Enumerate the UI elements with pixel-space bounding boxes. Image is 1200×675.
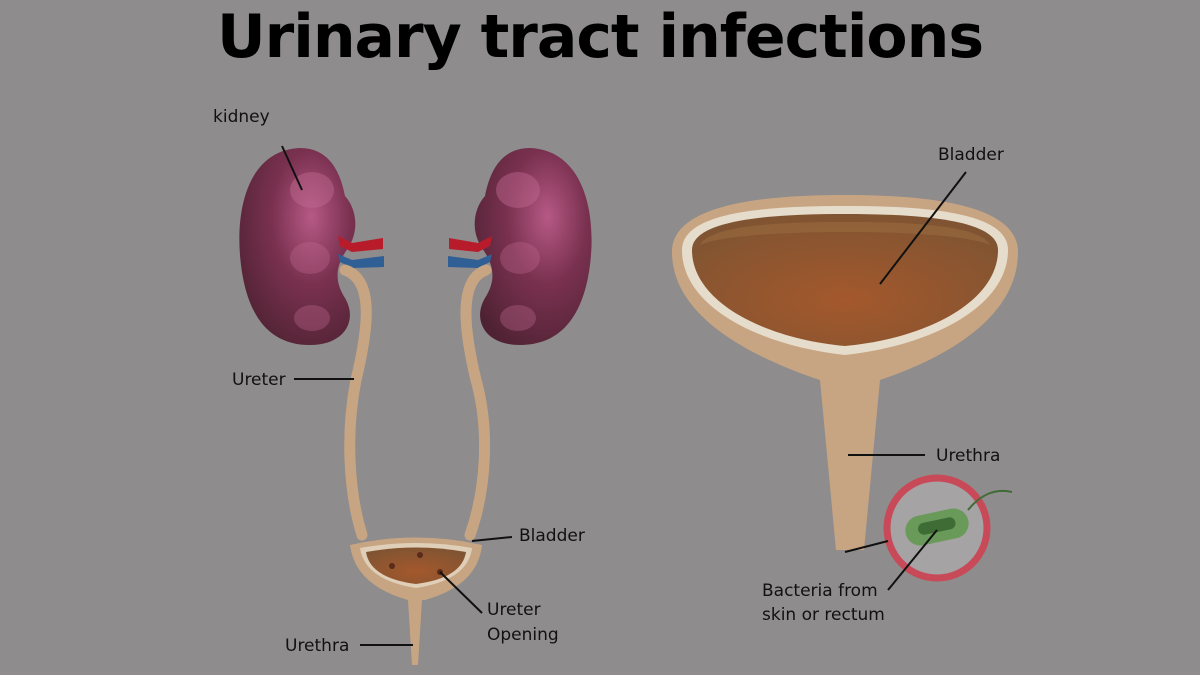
leader-bladder-small — [471, 536, 513, 542]
label-bladder-large: Bladder — [938, 145, 1004, 165]
large-bladder — [672, 195, 1018, 550]
left-kidney — [239, 148, 356, 345]
label-ureter-opening-line2: Opening — [487, 625, 559, 645]
label-bacteria-line2: skin or rectum — [762, 605, 885, 625]
right-kidney — [474, 148, 592, 345]
label-urethra-small: Urethra — [285, 636, 349, 656]
label-ureter: Ureter — [232, 370, 286, 390]
label-urethra-large: Urethra — [936, 446, 1000, 466]
label-bladder-small: Bladder — [519, 526, 585, 546]
leader-bacteria — [887, 529, 938, 591]
right-ureter — [460, 264, 492, 541]
leader-kidney — [281, 145, 303, 191]
leader-urethra-to-bacteria — [844, 540, 889, 553]
left-ureter — [339, 264, 372, 541]
right-renal-vessels — [448, 236, 492, 268]
label-kidney: kidney — [213, 107, 270, 127]
leader-bladder-large — [879, 171, 967, 285]
bacteria-inset — [883, 474, 1013, 582]
page-title: Urinary tract infections — [216, 2, 984, 72]
left-renal-vessels — [338, 236, 384, 268]
leader-ureter-opening — [439, 571, 483, 614]
label-ureter-opening-line1: Ureter — [487, 600, 541, 620]
label-bacteria-line1: Bacteria from — [762, 581, 878, 601]
